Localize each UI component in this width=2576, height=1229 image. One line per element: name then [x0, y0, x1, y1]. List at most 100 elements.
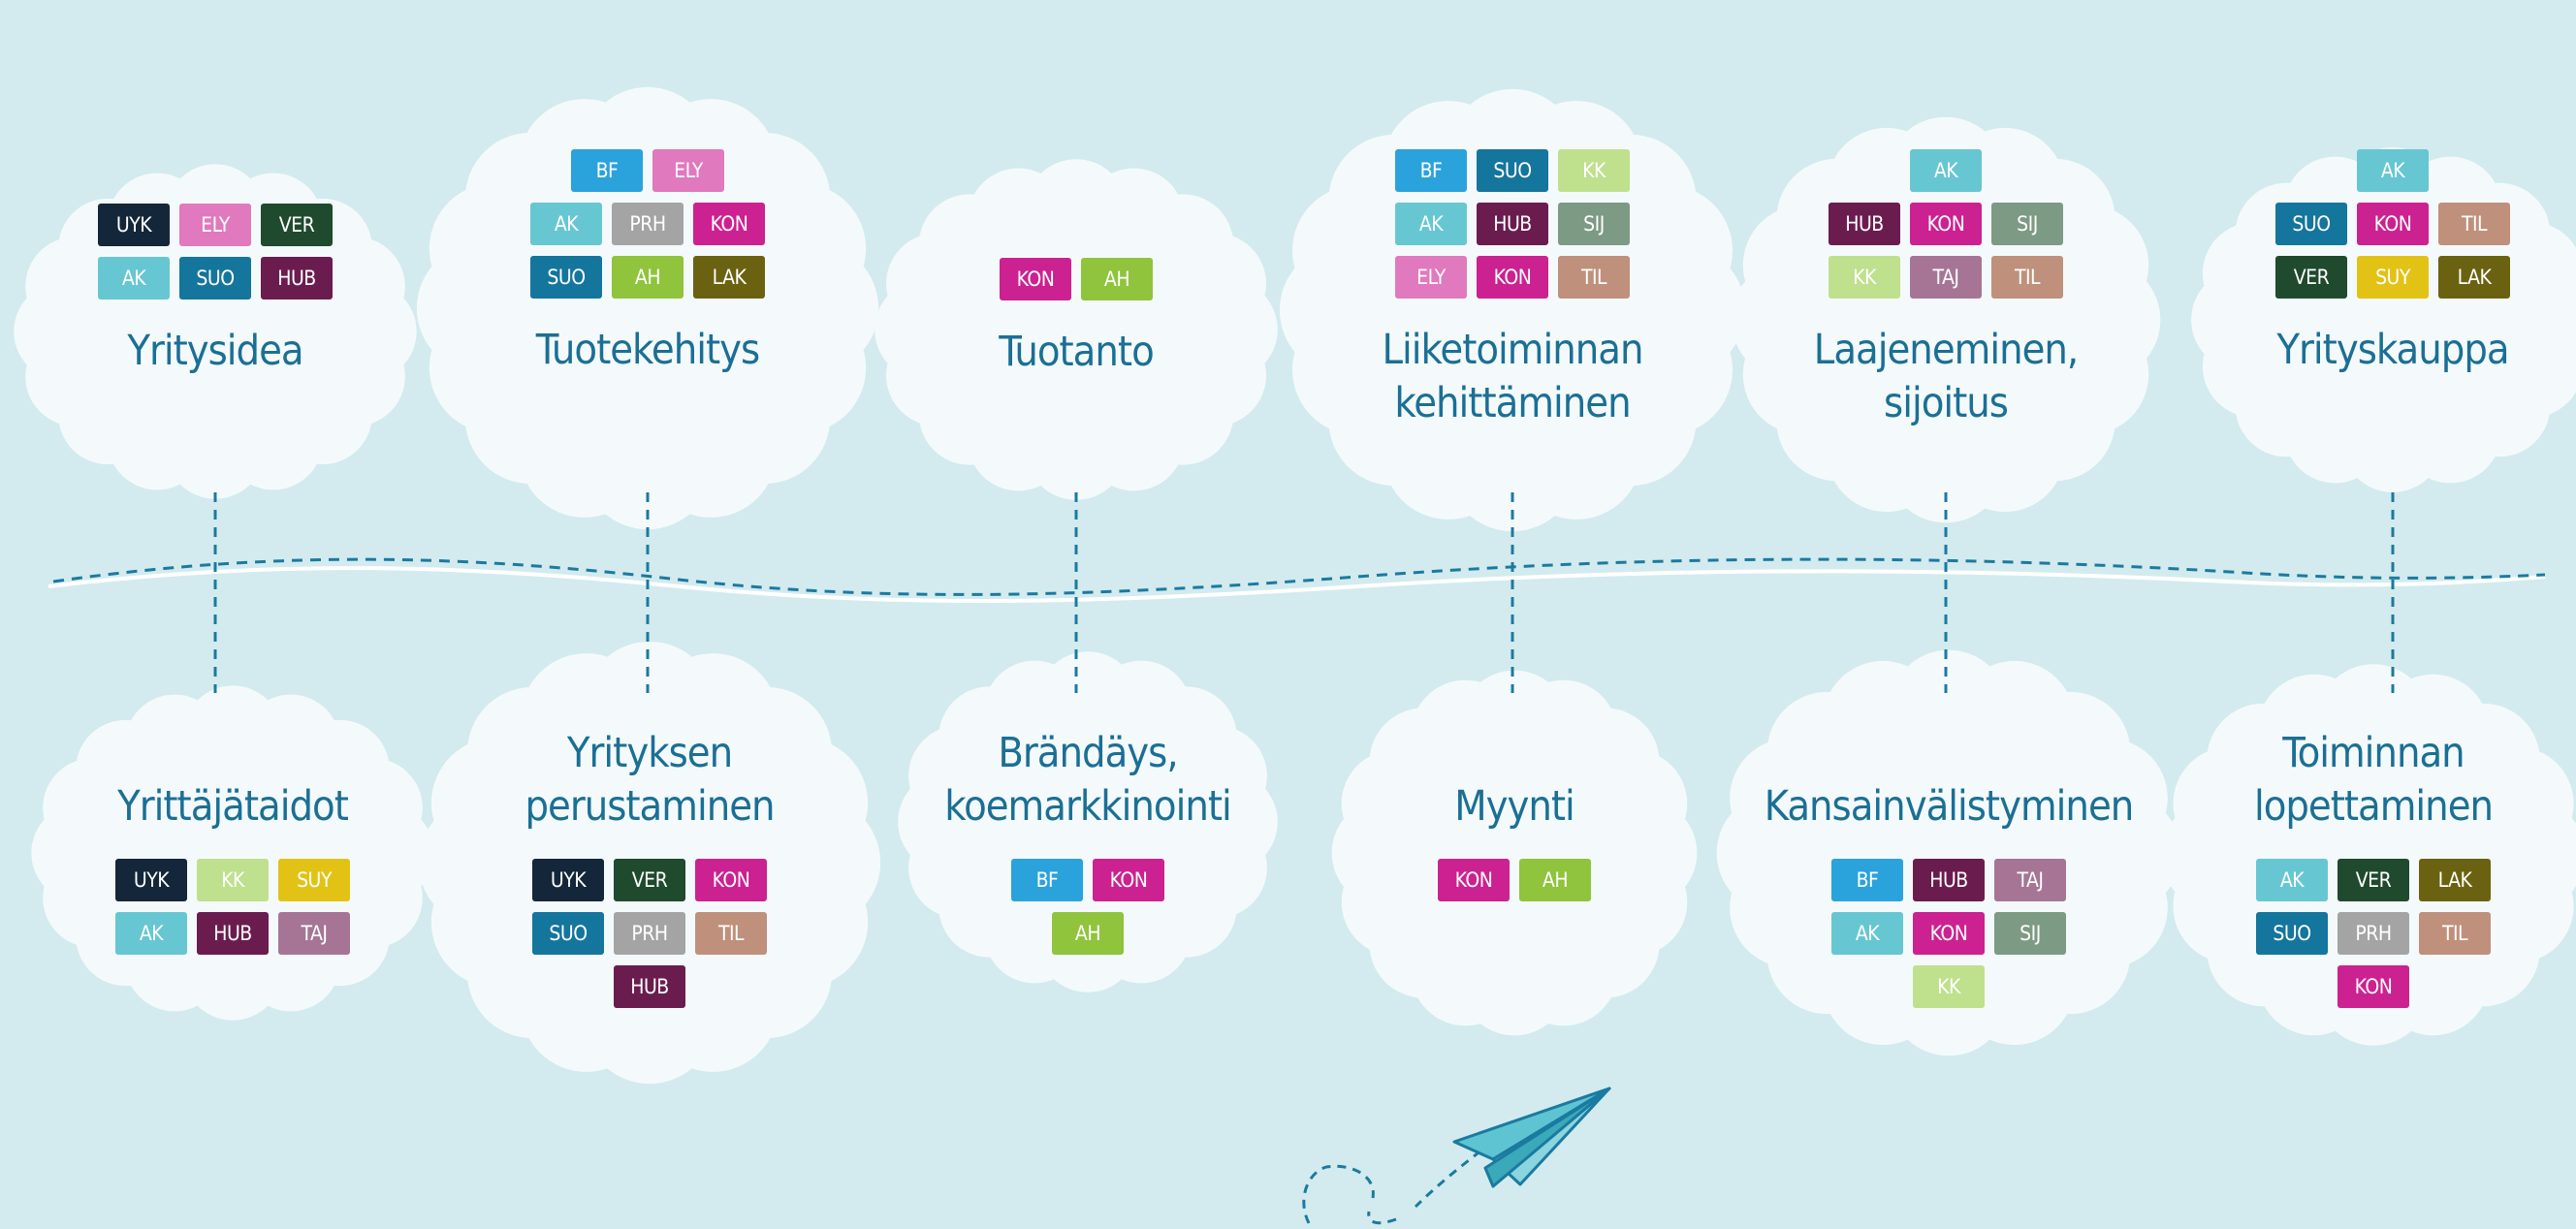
tag-bf[interactable]: BF	[1011, 859, 1083, 901]
tag-kon[interactable]: KON	[2337, 965, 2409, 1008]
tag-kk[interactable]: KK	[1558, 149, 1630, 192]
tag-kk[interactable]: KK	[1913, 965, 1985, 1008]
tag-suo[interactable]: SUO	[532, 912, 604, 955]
tag-ak[interactable]: AK	[115, 912, 187, 955]
tag-hub[interactable]: HUB	[1829, 203, 1900, 245]
tag-lak[interactable]: LAK	[693, 256, 765, 299]
tag-suo[interactable]: SUO	[179, 257, 251, 299]
stage-connectors	[213, 492, 2395, 693]
tag-ver[interactable]: VER	[614, 859, 685, 901]
tag-til[interactable]: TIL	[695, 912, 767, 955]
stage-title: Tuotanto	[999, 328, 1154, 376]
tag-ak[interactable]: AK	[1831, 912, 1903, 955]
tag-suo[interactable]: SUO	[2256, 912, 2328, 955]
tag-taj[interactable]: TAJ	[278, 912, 350, 955]
tag-kon[interactable]: KON	[695, 859, 767, 901]
tag-ak[interactable]: AK	[2256, 859, 2328, 901]
tag-kk[interactable]: KK	[1829, 256, 1900, 299]
tag-ak[interactable]: AK	[2357, 149, 2429, 192]
tag-ver[interactable]: VER	[261, 204, 333, 246]
tag-uyk[interactable]: UYK	[115, 859, 187, 901]
tag-kon[interactable]: KON	[1093, 859, 1164, 901]
tag-kon[interactable]: KON	[1477, 256, 1548, 299]
stage-title: Yrityskauppa	[2276, 326, 2509, 374]
tag-kon[interactable]: KON	[1438, 859, 1510, 901]
tag-hub[interactable]: HUB	[614, 965, 685, 1008]
tag-hub[interactable]: HUB	[261, 257, 333, 299]
tag-hub[interactable]: HUB	[197, 912, 269, 955]
tag-kon[interactable]: KON	[1000, 258, 1071, 300]
tag-prh[interactable]: PRH	[2337, 912, 2409, 955]
tag-prh[interactable]: PRH	[614, 912, 685, 955]
tag-ah[interactable]: AH	[1052, 912, 1124, 955]
tag-bf[interactable]: BF	[571, 149, 643, 192]
tag-kon[interactable]: KON	[1913, 912, 1985, 955]
tag-sij[interactable]: SIJ	[1994, 912, 2066, 955]
tag-sij[interactable]: SIJ	[1991, 203, 2063, 245]
tag-ver[interactable]: VER	[2275, 256, 2347, 299]
tag-hub[interactable]: HUB	[1477, 203, 1548, 245]
tag-ely[interactable]: ELY	[652, 149, 724, 192]
tag-bf[interactable]: BF	[1831, 859, 1903, 901]
tag-ak[interactable]: AK	[530, 203, 602, 245]
tag-uyk[interactable]: UYK	[532, 859, 604, 901]
tag-suy[interactable]: SUY	[2357, 256, 2429, 299]
tag-til[interactable]: TIL	[1991, 256, 2063, 299]
tag-suo[interactable]: SUO	[530, 256, 602, 299]
tag-taj[interactable]: TAJ	[1994, 859, 2066, 901]
tag-til[interactable]: TIL	[2419, 912, 2491, 955]
stage-title: Toiminnan lopettaminen	[2253, 729, 2494, 831]
tag-kon[interactable]: KON	[1910, 203, 1982, 245]
tag-taj[interactable]: TAJ	[1910, 256, 1982, 299]
tag-ak[interactable]: AK	[1910, 149, 1982, 192]
tag-ak[interactable]: AK	[98, 257, 170, 299]
tag-ely[interactable]: ELY	[1395, 256, 1467, 299]
tag-suy[interactable]: SUY	[278, 859, 350, 901]
tag-kon[interactable]: KON	[693, 203, 765, 245]
tag-prh[interactable]: PRH	[612, 203, 684, 245]
tag-ver[interactable]: VER	[2337, 859, 2409, 901]
tag-suo[interactable]: SUO	[2275, 203, 2347, 245]
tag-ah[interactable]: AH	[612, 256, 684, 299]
tag-kon[interactable]: KON	[2357, 203, 2429, 245]
tag-bf[interactable]: BF	[1395, 149, 1467, 192]
tag-ah[interactable]: AH	[1519, 859, 1591, 901]
tag-til[interactable]: TIL	[1558, 256, 1630, 299]
cloud-core	[917, 202, 1235, 457]
tag-lak[interactable]: LAK	[2419, 859, 2491, 901]
tag-til[interactable]: TIL	[2438, 203, 2510, 245]
tag-ah[interactable]: AH	[1081, 258, 1153, 300]
tag-suo[interactable]: SUO	[1477, 149, 1548, 192]
tag-ely[interactable]: ELY	[179, 204, 251, 246]
tag-sij[interactable]: SIJ	[1558, 203, 1630, 245]
tag-hub[interactable]: HUB	[1913, 859, 1985, 901]
tag-ak[interactable]: AK	[1395, 203, 1467, 245]
tag-uyk[interactable]: UYK	[98, 204, 170, 246]
tag-kk[interactable]: KK	[197, 859, 269, 901]
tag-lak[interactable]: LAK	[2438, 256, 2510, 299]
